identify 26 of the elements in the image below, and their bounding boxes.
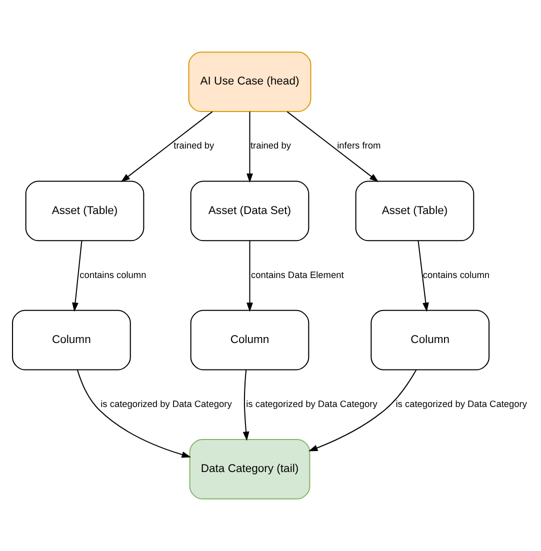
arrow bbox=[308, 370, 417, 452]
arrow bbox=[72, 240, 82, 312]
edge-label: is categorized by Data Category bbox=[246, 398, 378, 409]
node-box: Data Category (tail) bbox=[189, 438, 310, 500]
node-box: Column bbox=[190, 310, 310, 370]
node-box: AI Use Case (head) bbox=[188, 52, 312, 112]
arrow bbox=[76, 370, 192, 458]
node-box: Asset (Table) bbox=[25, 180, 144, 242]
edge-label: trained by bbox=[174, 140, 214, 151]
arrow bbox=[242, 370, 250, 441]
edge-label: contains column bbox=[80, 270, 146, 280]
edge-label: infers from bbox=[337, 140, 381, 151]
edge-label: contains column bbox=[422, 270, 490, 280]
arrow bbox=[246, 240, 253, 312]
node-box: Column bbox=[12, 310, 131, 370]
node-box: Asset (Table) bbox=[355, 180, 474, 242]
edge-label: trained by bbox=[250, 140, 292, 151]
node-box: Asset (Data Set) bbox=[190, 180, 310, 242]
node-box: Column bbox=[370, 310, 490, 370]
edge-label: is categorized by Data Category bbox=[100, 398, 232, 409]
arrow bbox=[286, 111, 379, 182]
arrow bbox=[418, 240, 429, 312]
edge-label: is categorized by Data Category bbox=[396, 398, 527, 409]
arrow bbox=[120, 111, 213, 182]
arrow bbox=[246, 112, 253, 183]
edge-label: contains Data Element bbox=[251, 270, 344, 280]
